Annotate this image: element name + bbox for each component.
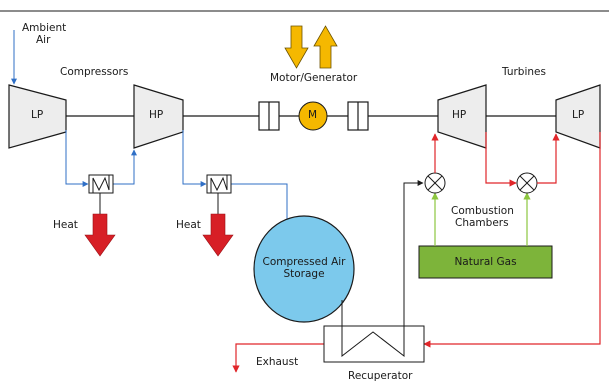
compressor-lp-label: LP: [31, 109, 44, 121]
air-flow-hx1-to-hp: [113, 149, 137, 185]
motor-generator: [298, 101, 328, 131]
storage-line1: Compressed Air: [262, 256, 346, 268]
motor-generator-label: Motor/Generator: [270, 72, 358, 84]
combustion-label: Combustion Chambers: [451, 205, 514, 229]
turbines-label: Turbines: [502, 66, 546, 78]
up-down-arrows-icon: [284, 25, 338, 69]
heat-label-2: Heat: [176, 219, 201, 231]
down-arrow-icon: [84, 193, 116, 257]
heat-label-1: Heat: [53, 219, 78, 231]
compressor-hp-label: HP: [149, 109, 164, 121]
ambient-air-line1: Ambient: [22, 22, 67, 34]
turbine-hp-label: HP: [452, 109, 467, 121]
recuperator-label: Recuperator: [348, 370, 413, 382]
clutch-icon: [347, 101, 369, 131]
air-flow-hp-to-hx2: [182, 130, 207, 187]
combustion-line1: Combustion: [451, 205, 514, 217]
combustion-chamber-icon: [424, 172, 446, 194]
air-flow-recuperator-to-combustor: [403, 180, 424, 326]
hot-flow-lp-to-recuperator: [423, 132, 601, 348]
clutch-icon: [258, 101, 280, 131]
heat-exchanger-icon: [88, 174, 114, 194]
motor-label: M: [308, 109, 318, 121]
down-arrow-icon: [202, 193, 234, 257]
storage-label: Compressed Air Storage: [256, 256, 352, 280]
hot-flow-to-lp-turbine: [537, 133, 560, 184]
combustion-line2: Chambers: [455, 217, 509, 230]
compressed-air-storage: [253, 215, 355, 323]
turbine-lp-label: LP: [572, 109, 585, 121]
compressors-label: Compressors: [60, 66, 129, 78]
ambient-air-line2: Air: [36, 34, 51, 47]
natural-gas-label: Natural Gas: [454, 256, 517, 268]
storage-line2: Storage: [283, 268, 325, 281]
heat-exchanger-icon: [206, 174, 232, 194]
combustion-chamber-icon: [516, 172, 538, 194]
recuperator: [323, 325, 425, 363]
hot-flow-hp-to-combustor-2: [485, 132, 517, 187]
natural-gas-box: [418, 245, 553, 279]
air-flow-lp-to-hx1: [65, 130, 89, 187]
ambient-air-label: Ambient Air: [22, 22, 66, 46]
exhaust-flow: [232, 343, 324, 373]
exhaust-label: Exhaust: [256, 356, 299, 368]
